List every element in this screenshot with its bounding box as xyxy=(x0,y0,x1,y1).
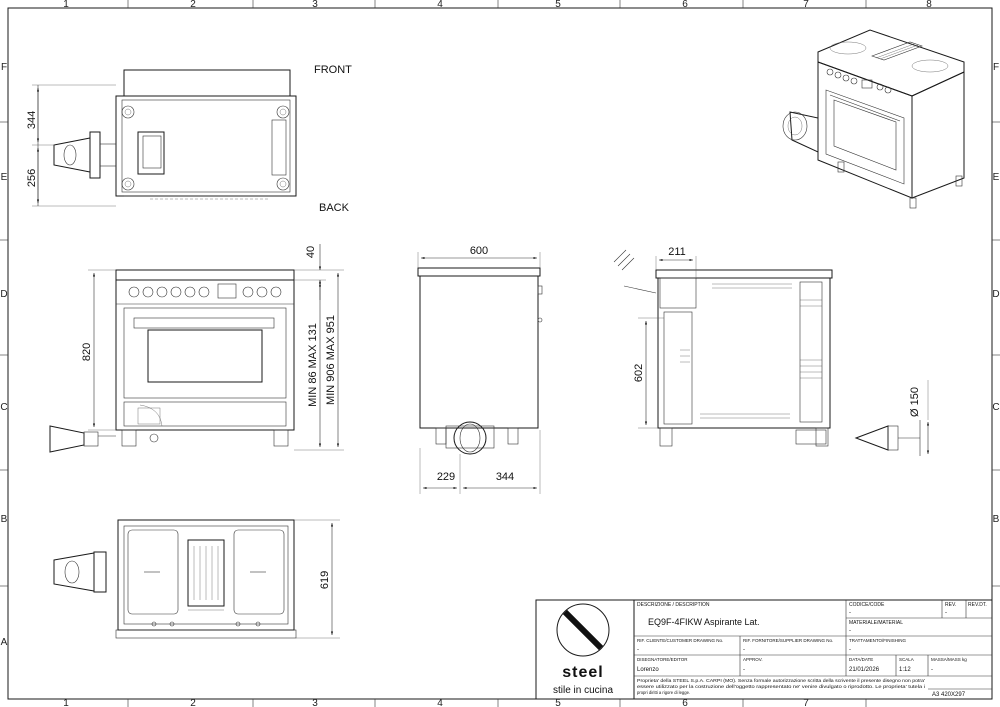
col-label: 2 xyxy=(190,0,196,10)
approved-value: - xyxy=(743,667,745,673)
designer-label: DISEGNATORE/EDITOR xyxy=(637,657,688,662)
col-label: 8 xyxy=(926,0,932,10)
dim-344-side: 344 xyxy=(496,471,514,483)
row-label: F xyxy=(993,62,999,73)
row-label: E xyxy=(1,172,8,183)
row-label: B xyxy=(1,514,8,525)
desc-label: DESCRIZIONE / DESCRIPTION xyxy=(637,602,710,608)
row-label: D xyxy=(0,289,7,300)
rev-value: - xyxy=(945,610,947,616)
title-block: steel stile in cucina DESCRIZIONE / DESC… xyxy=(535,599,993,700)
ref2-label: RIF. FORNITORE/SUPPLIER DRAWING No. xyxy=(743,638,833,643)
rev-label: REV. xyxy=(945,602,956,608)
rear-view: 211 602 Ø 150 xyxy=(613,246,930,456)
col-label: 1 xyxy=(63,0,69,10)
dim-602: 602 xyxy=(633,364,645,382)
ref2-value: - xyxy=(743,647,745,653)
scale-value: 1:12 xyxy=(899,667,911,673)
col-label: 4 xyxy=(437,698,443,707)
row-label: B xyxy=(993,514,1000,525)
treatment-value: - xyxy=(849,647,851,653)
date-value: 21/01/2026 xyxy=(849,667,880,673)
treatment-label: TRATTAMENTO/FINISHING xyxy=(849,638,906,643)
date-label: DATA/DATE xyxy=(849,657,873,662)
front-view: 820 40 MIN 86 MAX 131 MIN 906 MAX 951 xyxy=(49,244,344,453)
dim-619: 619 xyxy=(319,571,331,589)
dim-diameter-150: Ø 150 xyxy=(909,387,921,417)
dim-256: 256 xyxy=(26,169,38,187)
material-label: MATERIALE/MATERIAL xyxy=(849,620,903,626)
ref1-value: - xyxy=(637,647,639,653)
legal-line-3: propri diritti a rigore di legge. xyxy=(637,690,690,695)
desc-value: EQ9F-4FIKW Aspirante Lat. xyxy=(648,617,760,627)
col-label: 3 xyxy=(312,0,318,10)
scale-label: SCALA xyxy=(899,657,914,662)
ref1-label: RIF. CLIENTE/CUSTOMER DRAWING No. xyxy=(637,638,723,643)
col-label: 4 xyxy=(437,0,443,10)
dim-600: 600 xyxy=(470,245,488,257)
designer-value: Lorenzo xyxy=(637,667,659,673)
revdate-label: REV.DT. xyxy=(968,602,987,608)
legal-line-1: Proprieta' della STEEL S.p.A. CARPI (MO)… xyxy=(637,678,925,683)
approved-label: APPROV. xyxy=(743,657,763,662)
code-value: - xyxy=(849,610,851,616)
row-label: C xyxy=(0,402,7,413)
side-view: 600 229 344 xyxy=(417,245,543,494)
row-label: F xyxy=(1,62,7,73)
front-label: FRONT xyxy=(314,64,352,76)
col-label: 3 xyxy=(312,698,318,707)
col-label: 7 xyxy=(803,0,809,10)
brand-tagline: stile in cucina xyxy=(553,685,613,696)
hob-top-view: 619 xyxy=(53,519,340,639)
material-value: - xyxy=(849,628,851,634)
dim-229: 229 xyxy=(437,471,455,483)
col-label: 1 xyxy=(63,698,69,707)
row-label: A xyxy=(1,637,8,648)
col-label: 6 xyxy=(682,698,688,707)
mass-value: - xyxy=(931,667,933,673)
row-label: E xyxy=(993,172,1000,183)
top-view: FRONT BACK 344 256 xyxy=(26,64,352,214)
code-label: CODICE/CODE xyxy=(849,602,885,608)
col-label: 6 xyxy=(682,0,688,10)
dim-min906-max951: MIN 906 MAX 951 xyxy=(325,315,337,405)
back-label: BACK xyxy=(319,202,350,214)
dim-344-top: 344 xyxy=(26,111,38,129)
dim-211: 211 xyxy=(668,246,686,258)
row-label: C xyxy=(992,402,999,413)
isometric-view xyxy=(782,29,965,209)
col-label: 2 xyxy=(190,698,196,707)
format-value: A3 420X297 xyxy=(932,692,966,698)
legal-line-2: essere utilizzato per la costruzione del… xyxy=(637,684,925,689)
col-label: 7 xyxy=(803,698,809,707)
col-label: 5 xyxy=(555,0,561,10)
brand-name: steel xyxy=(562,664,603,681)
dim-820: 820 xyxy=(81,343,93,361)
dim-min86-max131: MIN 86 MAX 131 xyxy=(307,323,319,407)
row-label: D xyxy=(992,289,999,300)
dim-40: 40 xyxy=(305,246,317,258)
steel-logo: steel stile in cucina xyxy=(553,603,613,696)
mass-label: MASSA/MASS kg xyxy=(931,657,967,662)
col-label: 5 xyxy=(555,698,561,707)
